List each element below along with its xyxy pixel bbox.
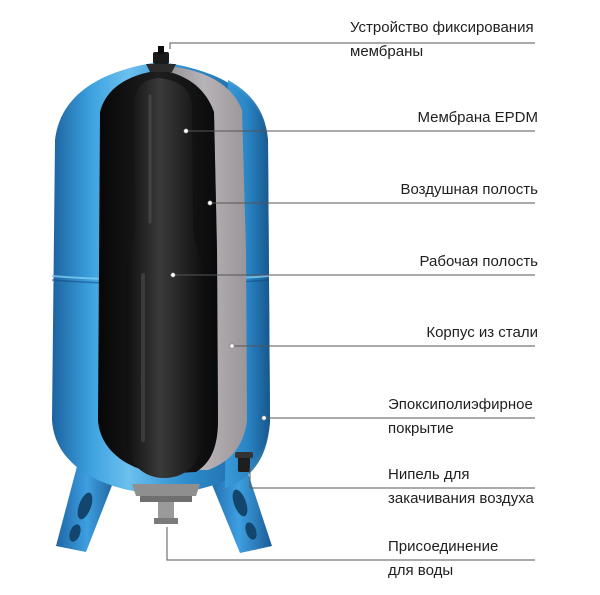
label-epoxy-coating: Эпоксиполиэфирное покрытие — [388, 393, 533, 441]
label-water-connection: Присоединение для воды — [388, 535, 498, 583]
label-steel-body: Корпус из стали — [426, 321, 538, 345]
label-air-nipple: Нипель для закачивания воздуха — [388, 463, 534, 511]
label-working-cavity: Рабочая полость — [420, 250, 538, 274]
epdm-membrane-shape — [126, 78, 202, 478]
label-membrane-fixing-device: Устройство фиксирования мембраны — [350, 16, 534, 64]
membrane-fixing-device-shape — [146, 46, 176, 72]
water-connection-shape — [132, 484, 200, 524]
label-epdm-membrane: Мембрана EPDM — [417, 106, 538, 130]
label-air-cavity: Воздушная полость — [400, 178, 538, 202]
